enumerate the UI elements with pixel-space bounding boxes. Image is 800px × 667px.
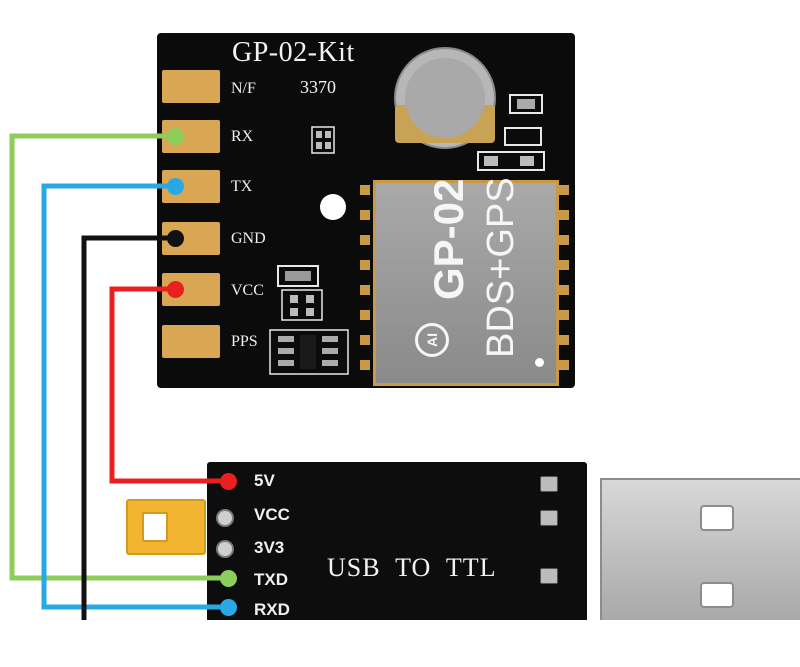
- jumper-notch-icon: [142, 512, 168, 542]
- gps-board-code: 3370: [300, 77, 336, 97]
- pin-label-nf: N/F: [231, 80, 256, 97]
- plug-slot-icon: [700, 582, 734, 608]
- bottom-margin: [0, 620, 800, 667]
- chip-icon: [269, 329, 349, 375]
- plug-slot-icon: [700, 505, 734, 531]
- battery-cell-icon: [405, 58, 485, 138]
- usb-led-icon: [540, 568, 558, 584]
- pin-label-pps: PPS: [231, 333, 258, 350]
- connection-dot-gnd: [167, 230, 184, 247]
- jumper-icon: [126, 499, 206, 555]
- pin-hole-3v3: [216, 540, 234, 558]
- usb-ttl-title: USB TO TTL: [327, 553, 497, 582]
- wire-gnd: [81, 235, 175, 625]
- connection-dot-rx: [167, 128, 184, 145]
- usb-pin-label-rxd: RXD: [254, 600, 290, 619]
- led-icon: [320, 194, 346, 220]
- pin1-marker-icon: [535, 358, 544, 367]
- pad-pps: [162, 325, 220, 358]
- usb-pin-label-3v3: 3V3: [254, 538, 285, 557]
- connection-dot-rxd: [220, 599, 237, 616]
- usb-ttl-board: [207, 462, 587, 622]
- pad-nf: [162, 70, 220, 103]
- connection-dot-tx: [167, 178, 184, 195]
- gps-board-title: GP-02-Kit: [232, 37, 355, 68]
- gp02-module: [373, 180, 559, 386]
- wire-vcc-5v: [109, 286, 228, 484]
- pin-label-gnd: GND: [231, 230, 266, 247]
- pin-label-tx: TX: [231, 178, 253, 195]
- connection-dot-txd: [220, 570, 237, 587]
- connection-dot-vcc: [167, 281, 184, 298]
- usb-pin-label-vcc: VCC: [254, 505, 290, 524]
- usb-led-icon: [540, 476, 558, 492]
- usb-pin-label-5v: 5V: [254, 471, 275, 490]
- usb-led-icon: [540, 510, 558, 526]
- smd-component-icon: [509, 94, 543, 114]
- pin-label-rx: RX: [231, 128, 254, 145]
- usb-pin-label-txd: TXD: [254, 570, 288, 589]
- wire-tx-rxd: [41, 183, 228, 610]
- wire-rx-txd: [9, 133, 228, 581]
- pin-hole-vcc: [216, 509, 234, 527]
- connection-dot-5v: [220, 473, 237, 490]
- pin-label-vcc: VCC: [231, 282, 264, 299]
